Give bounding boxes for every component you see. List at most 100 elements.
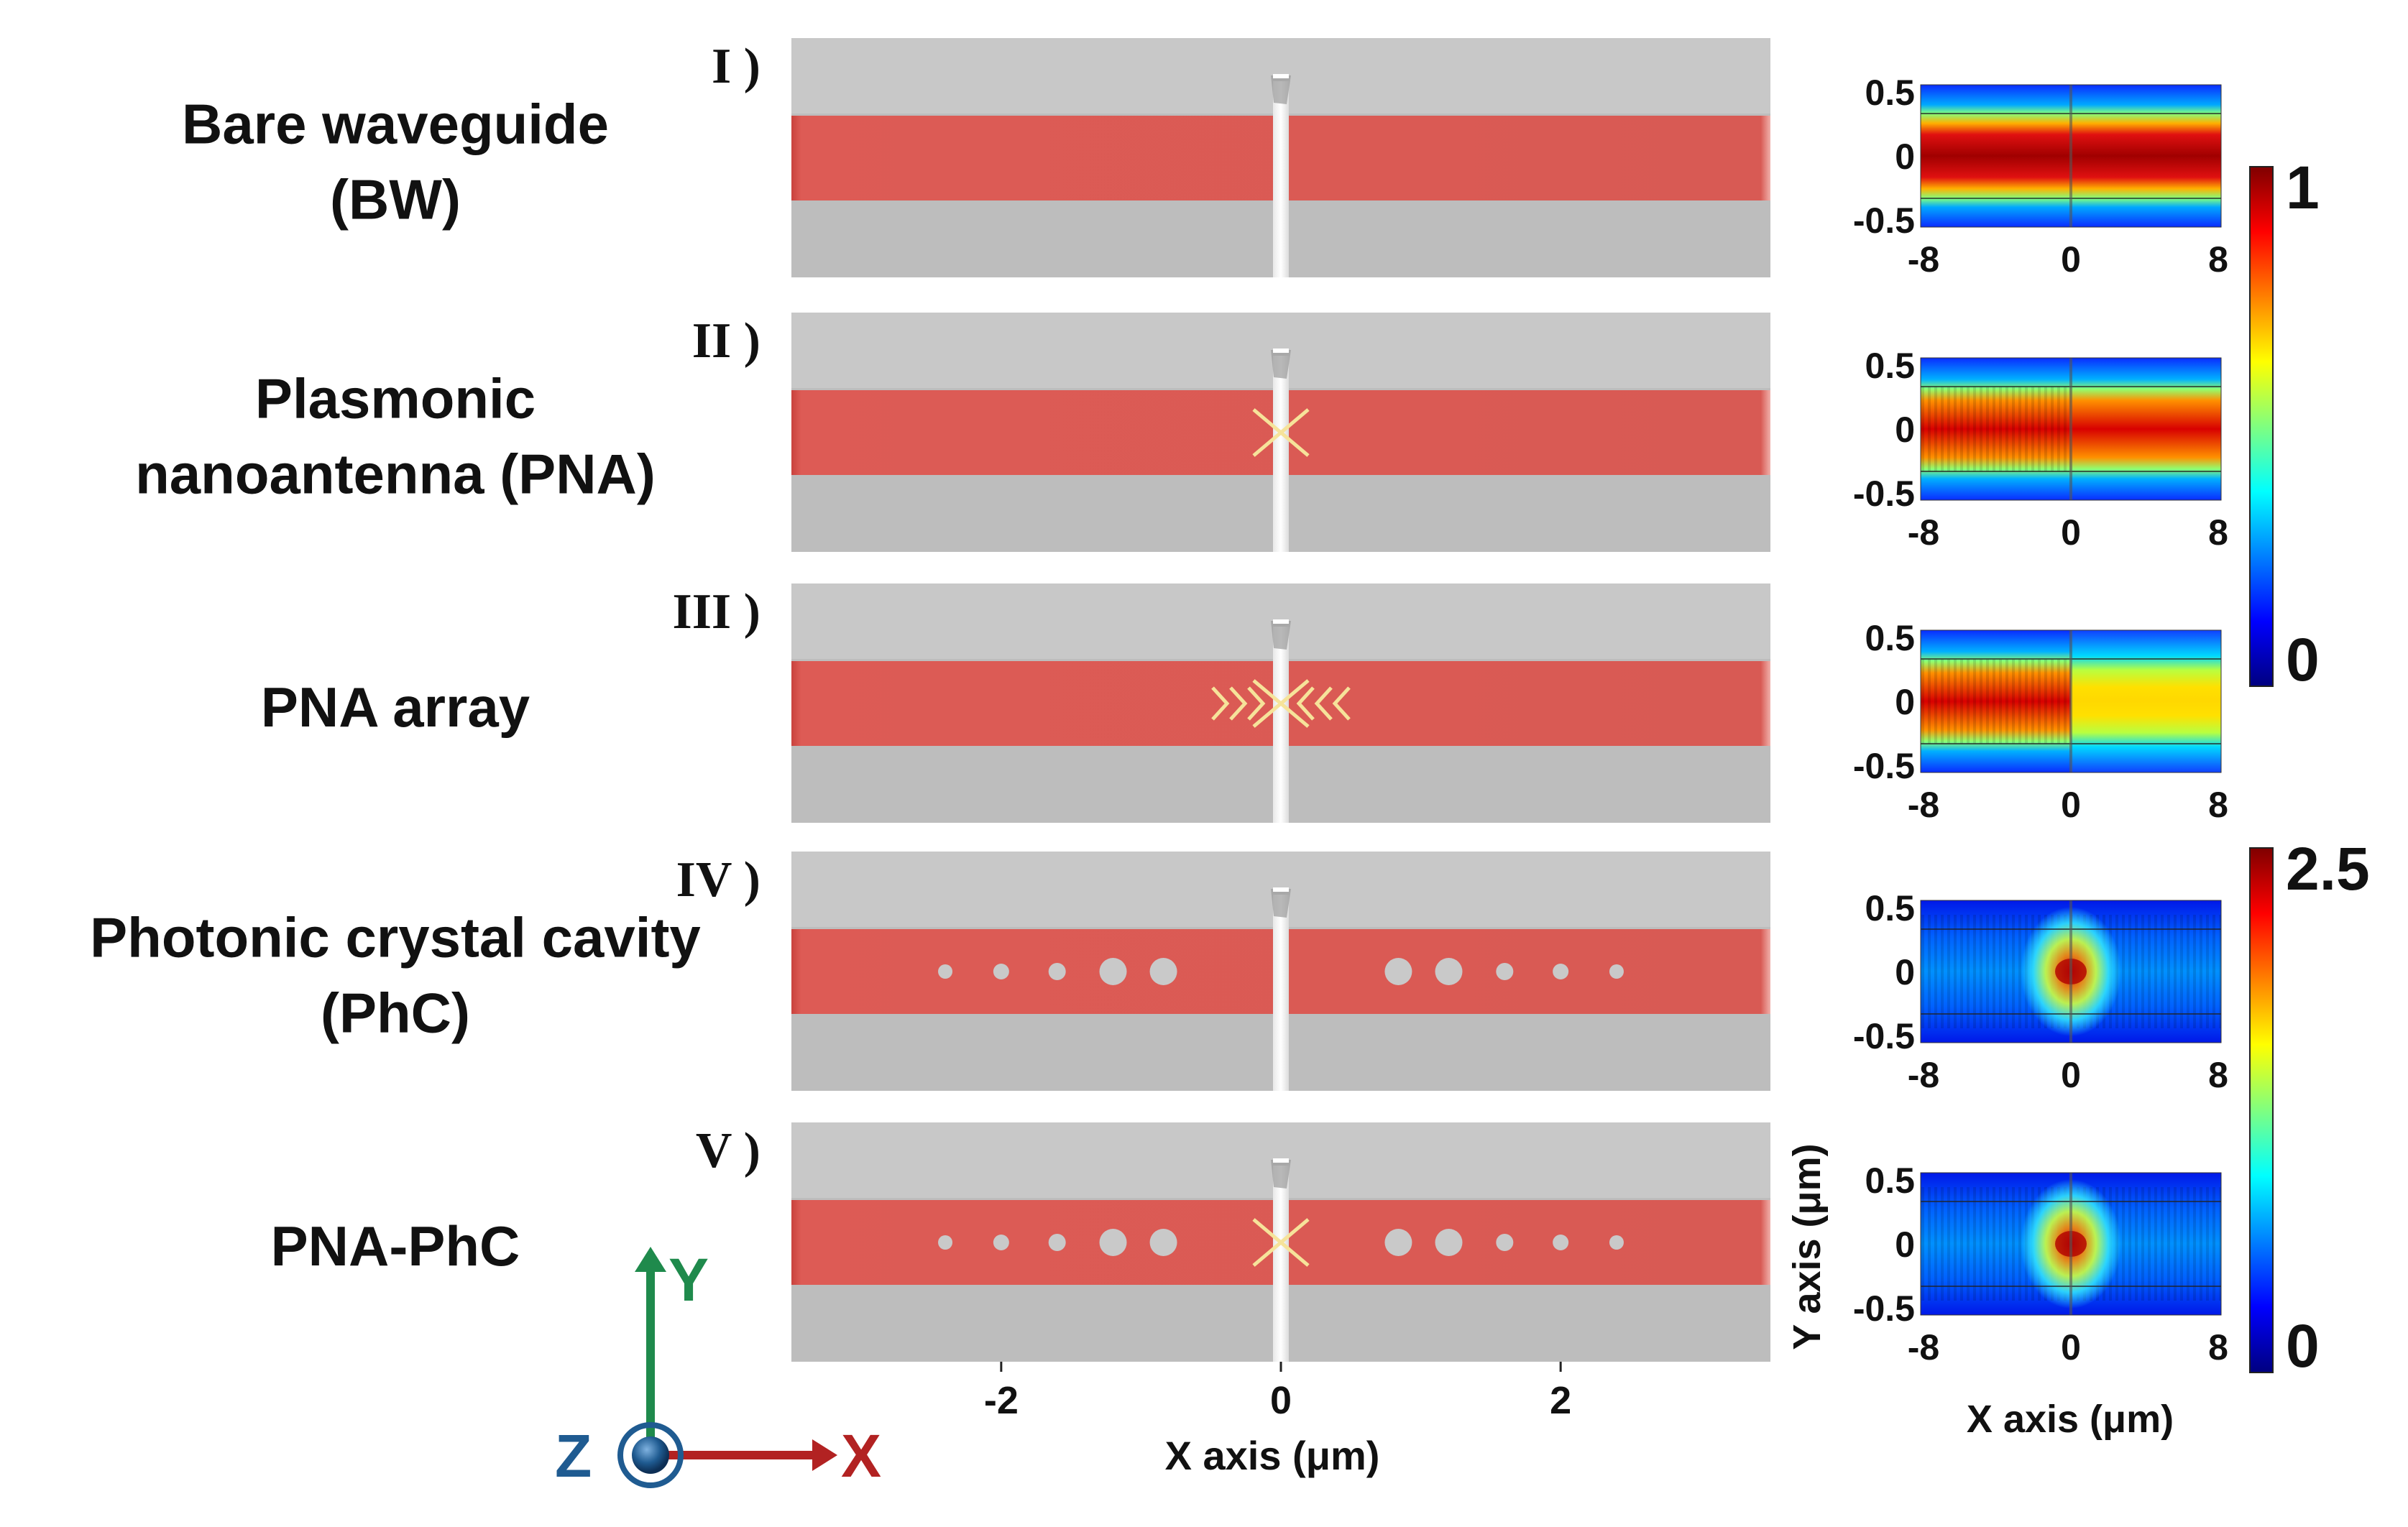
bowtie-nanoantenna (1252, 408, 1310, 457)
colorbar-2: 2.50 (2249, 835, 2370, 1380)
structure-panel-1: I ) Bare waveguide (BW) (182, 38, 1770, 277)
photonic-crystal-hole (1609, 964, 1624, 979)
structure-label: (PhC) (321, 982, 470, 1045)
x-tick-label: 8 (2208, 1327, 2228, 1367)
field-map-frame (1920, 900, 2222, 1043)
y-tick-label: 0.5 (1865, 888, 1915, 928)
x-tick-label: 0 (2061, 239, 2081, 280)
gap-top (1273, 887, 1289, 892)
colorbar-min-label: 0 (2286, 1312, 2320, 1380)
array-nanoantenna (1229, 686, 1248, 721)
x-tick-label: -8 (1908, 1327, 1939, 1367)
gap-shadow (1271, 350, 1291, 379)
x-tick-label: 2 (1550, 1379, 1571, 1422)
center-gap (1273, 1166, 1289, 1362)
photonic-crystal-hole (1435, 958, 1463, 985)
photonic-crystal-hole (1553, 964, 1569, 979)
panel-numeral: V ) (696, 1123, 760, 1178)
x-tick-label: -8 (1908, 239, 1939, 280)
structure-label: (BW) (330, 168, 461, 231)
y-axis-arrow-shaft (646, 1261, 655, 1448)
structure-label: nanoantenna (PNA) (135, 443, 656, 506)
photonic-crystal-hole (1553, 1235, 1569, 1250)
field-fringes (1921, 387, 2071, 471)
y-axis-letter: Y (668, 1246, 709, 1314)
y-tick-label: 0.5 (1865, 73, 1915, 113)
colorbar-max-label: 2.5 (2286, 835, 2370, 903)
photonic-crystal-hole (993, 964, 1009, 979)
y-tick-label: -0.5 (1853, 1288, 1915, 1329)
panel-numeral: IV ) (676, 852, 760, 908)
structure-panel-5: V )PNA-PhC (271, 1122, 1770, 1362)
photonic-crystal-hole (1149, 1229, 1177, 1256)
structure-label: Bare waveguide (182, 93, 609, 156)
x-axis-arrow-head (812, 1439, 837, 1471)
x-tick-label: 0 (2061, 785, 2081, 825)
panel-numeral: I ) (712, 39, 760, 94)
bowtie-nanoantenna (1252, 1218, 1310, 1267)
array-nanoantenna (1296, 686, 1315, 721)
photonic-crystal-hole (1048, 1234, 1066, 1251)
x-tick-label: 0 (2061, 1055, 2081, 1095)
panel-numeral: II ) (692, 313, 760, 369)
gap-shadow (1271, 621, 1291, 650)
field-map-y-axis-title: Y axis (μm) (1786, 1143, 1829, 1350)
y-tick-label: -0.5 (1853, 746, 1915, 786)
center-gap (1273, 895, 1289, 1091)
y-tick-label: 0.5 (1865, 1161, 1915, 1201)
photonic-crystal-hole (1099, 1229, 1127, 1256)
y-tick-label: 0 (1895, 952, 1915, 992)
photonic-crystal-hole (1048, 963, 1066, 980)
photonic-crystal-hole (1496, 1234, 1514, 1251)
field-map-4: 0.5 0 -0.5-8 0 8 (1853, 888, 2228, 1095)
x-axis-letter: X (841, 1422, 881, 1490)
gap-top (1273, 619, 1289, 624)
field-map-frame (1920, 357, 2222, 501)
y-tick-label: -0.5 (1853, 200, 1915, 241)
x-tick-label: -8 (1908, 1055, 1939, 1095)
array-nanoantenna (1332, 686, 1351, 721)
x-tick-label: 0 (2061, 512, 2081, 553)
y-tick-label: -0.5 (1853, 1016, 1915, 1056)
x-tick-label: -8 (1908, 785, 1939, 825)
x-tick-label: 8 (2208, 239, 2228, 280)
structure-panel-3: III )PNA array (261, 583, 1770, 823)
photonic-crystal-hole (1435, 1229, 1463, 1256)
gap-top (1273, 74, 1289, 78)
photonic-crystal-hole (1384, 1229, 1412, 1256)
x-tick-label: 8 (2208, 1055, 2228, 1095)
gap-shadow (1271, 75, 1291, 104)
photonic-crystal-hole (993, 1235, 1009, 1250)
field-map-frame (1920, 84, 2222, 228)
gap-top (1273, 349, 1289, 353)
y-axis-arrow-head (635, 1247, 666, 1272)
x-axis-arrow-shaft (658, 1451, 812, 1459)
y-tick-label: 0.5 (1865, 618, 1915, 658)
photonic-crystal-hole (1149, 958, 1177, 985)
z-axis-ring (617, 1422, 684, 1488)
y-tick-label: 0 (1895, 1224, 1915, 1265)
x-tick-label: -8 (1908, 512, 1939, 553)
colorbar-1: 10 (2249, 154, 2320, 693)
colorbars: 102.50 (2249, 154, 2370, 1380)
photonic-crystal-hole (938, 1235, 953, 1250)
y-tick-label: 0 (1895, 410, 1915, 450)
z-axis-letter: Z (555, 1422, 592, 1490)
structure-panel-4: IV )Photonic crystal cavity(PhC) (90, 852, 1770, 1091)
field-map-x-axis-title: X axis (μm) (1967, 1398, 2174, 1441)
gap-top (1273, 1158, 1289, 1163)
x-tick-label: -2 (984, 1379, 1019, 1422)
photonic-crystal-hole (1099, 958, 1127, 985)
structure-panels: I ) Bare waveguide (BW) II )Plasmonicnanoan… (90, 38, 1770, 1362)
y-tick-label: 0.5 (1865, 346, 1915, 386)
colorbar-max-label: 1 (2286, 154, 2320, 221)
center-gap (1273, 356, 1289, 552)
field-fringes (1921, 659, 2071, 744)
